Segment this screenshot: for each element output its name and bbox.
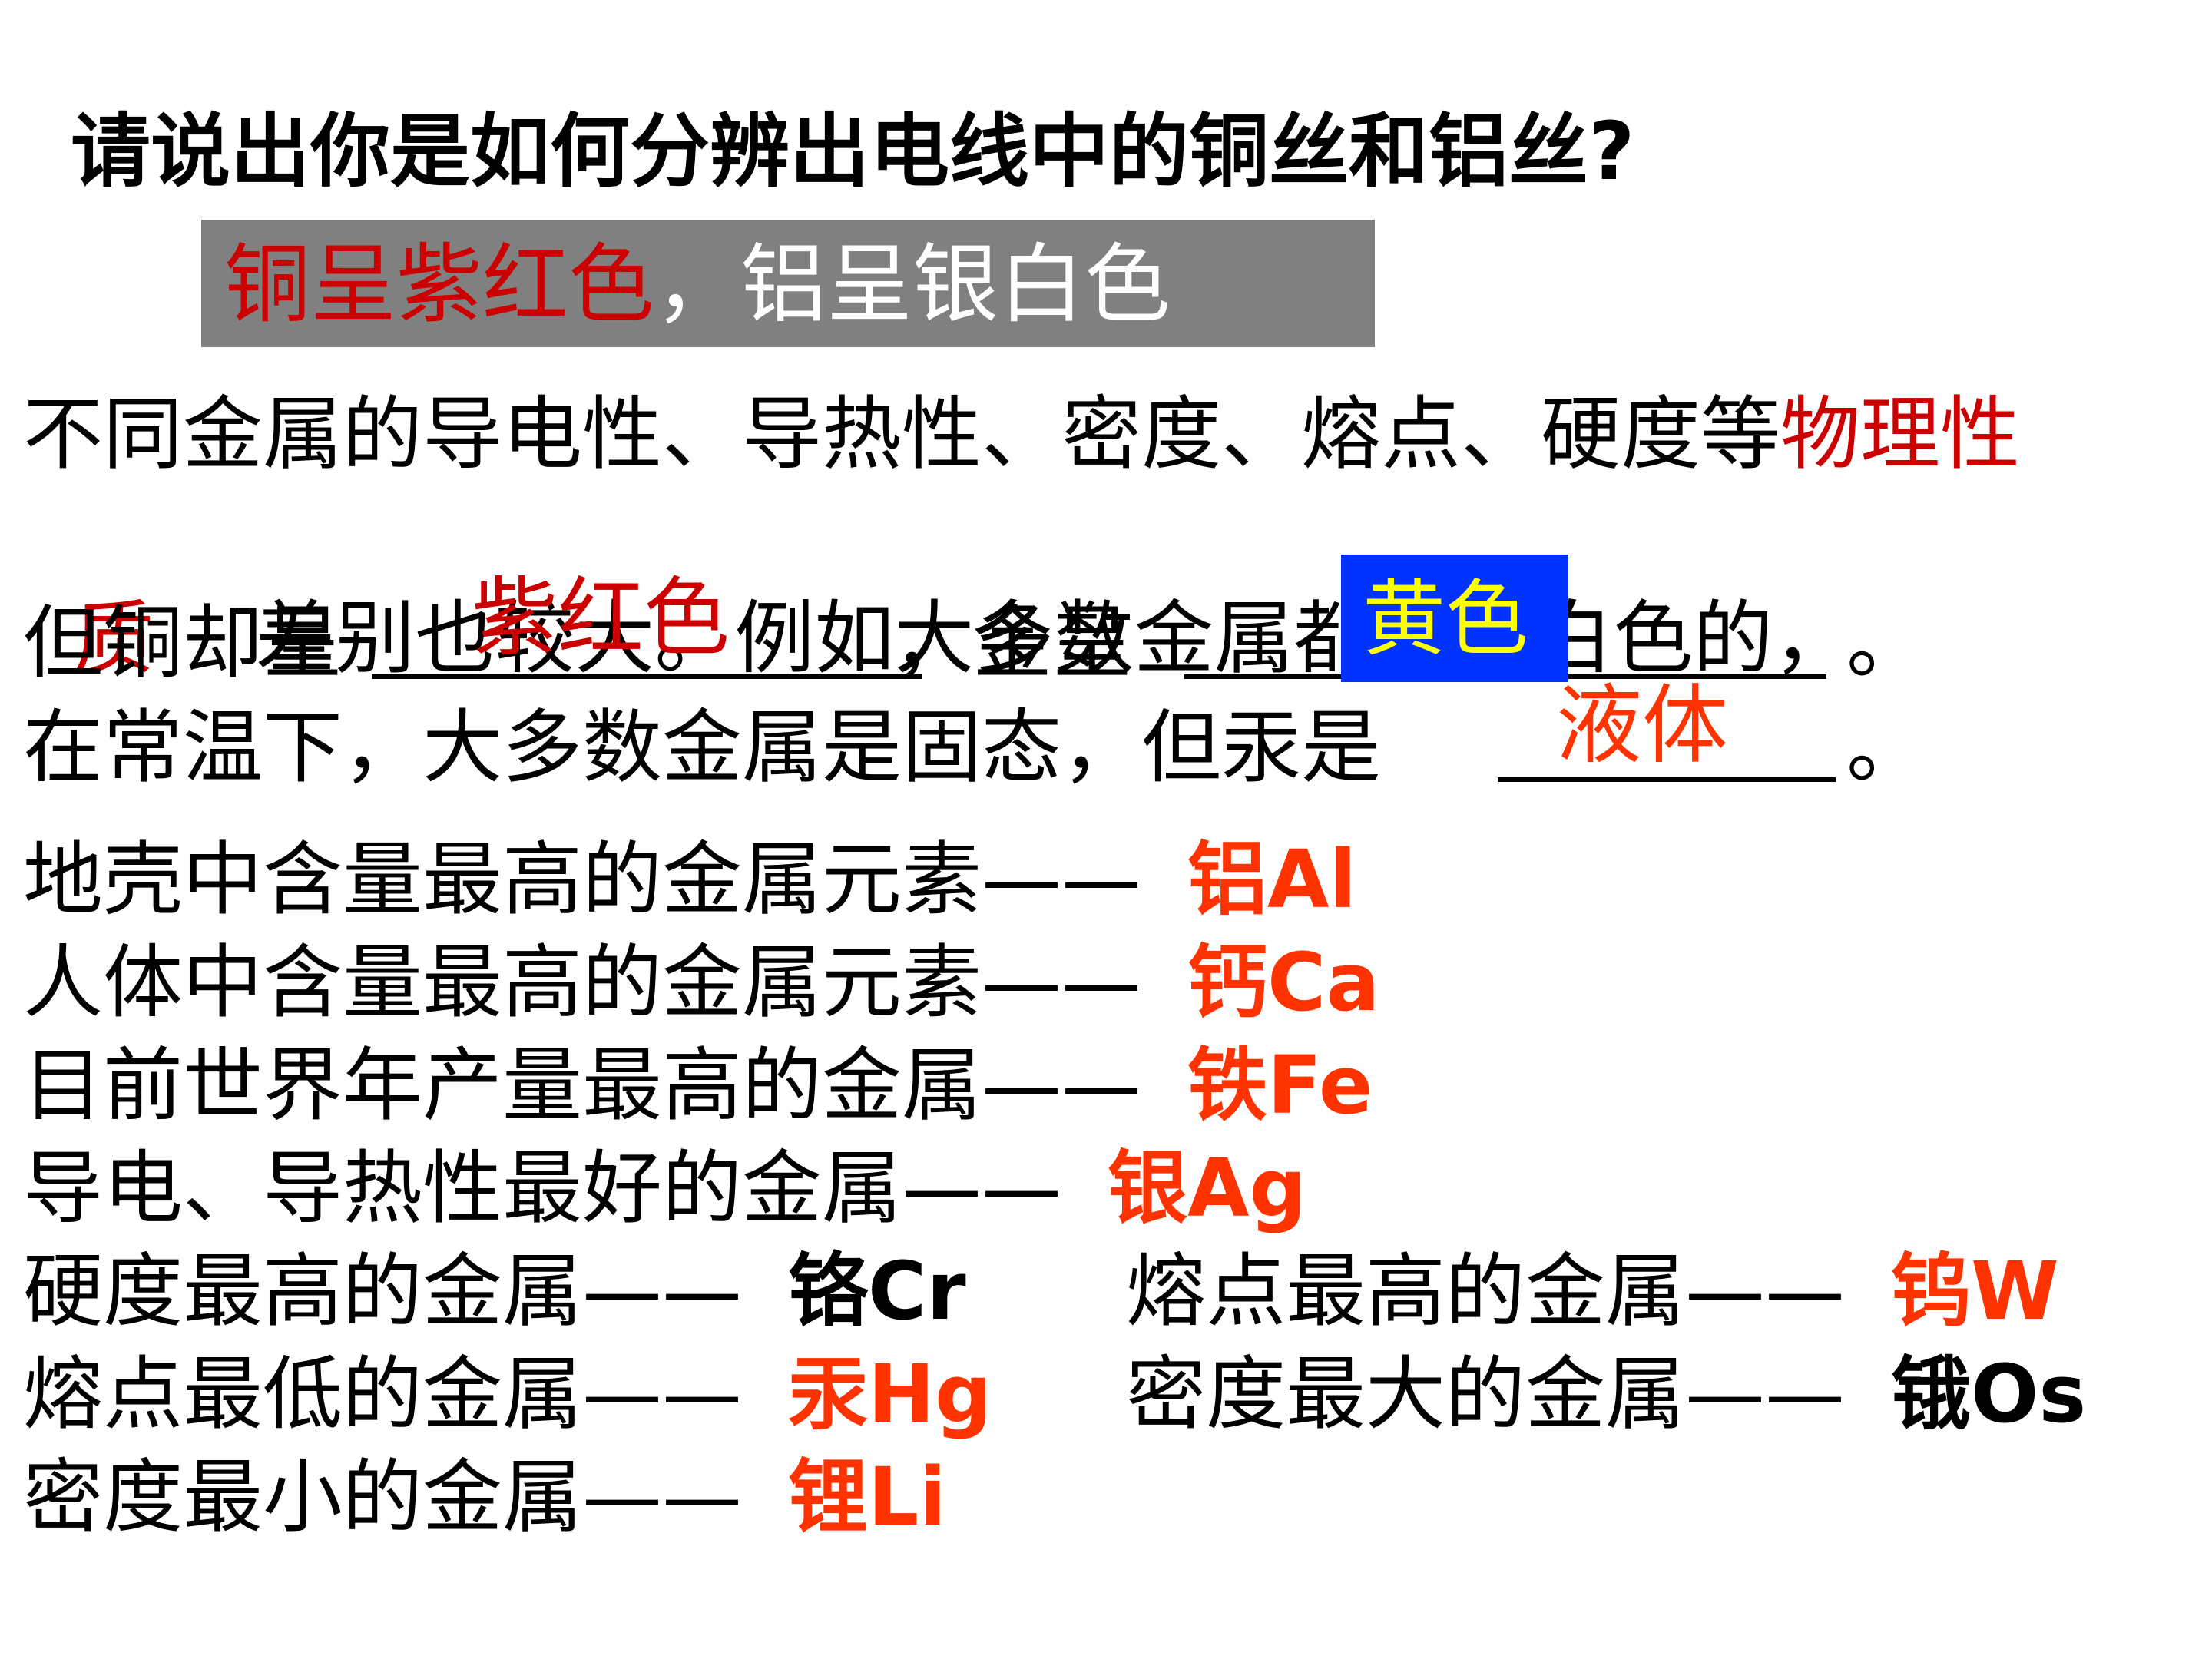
paragraph-line-2: 质 差别也较大。例如大多数金属都是银白色的， xyxy=(23,488,1853,688)
page-title: 请说出你是如何分辨出电线中的铜丝和铝丝? xyxy=(71,104,1635,198)
line2-text: 差别也较大。例如大多数金属都是银白色的， xyxy=(154,591,1853,685)
answer-box-text: 铜呈紫红色，铝呈银白色 xyxy=(224,235,1171,335)
fact-label: 熔点最低的金属—— xyxy=(23,1347,743,1441)
paragraph-line-4: 在常温下，大多数金属是固态，但汞是 xyxy=(23,697,1381,797)
fact-label: 硬度最高的金属—— xyxy=(23,1244,743,1338)
fact-answer: 钙Ca xyxy=(1187,935,1380,1029)
fact-conductivity-metal: 导电、导热性最好的金属—— 银Ag xyxy=(23,1138,1306,1238)
line3-period: 。 xyxy=(1846,596,1927,690)
answer-box xyxy=(201,220,1375,347)
fact-label: 熔点最高的金属—— xyxy=(1126,1244,1846,1338)
line2-highlight: 质 xyxy=(74,591,154,685)
line1-highlight: 物理性 xyxy=(1780,387,2021,481)
line3-middle: ，金呈 xyxy=(892,596,1133,690)
fact-label: 密度最小的金属—— xyxy=(23,1450,743,1544)
answer-copper-purple-red: 铜呈紫红色 xyxy=(224,235,654,335)
fact-hardness-metal: 硬度最高的金属—— 铬Cr xyxy=(23,1241,966,1341)
paragraph-line-3: 但铜却呈 ，金呈 xyxy=(23,593,1132,693)
fact-crust-metal: 地壳中含量最高的金属元素—— 铝Al xyxy=(23,830,1356,929)
fact-body-metal: 人体中含量最高的金属元素—— 钙Ca xyxy=(23,932,1380,1032)
fact-answer: 银Ag xyxy=(1108,1141,1306,1235)
mercury-state-answer: 液体 xyxy=(1556,676,1728,776)
fact-production-metal: 目前世界年产量最高的金属—— 铁Fe xyxy=(23,1035,1373,1135)
fact-highest-melting-metal: 熔点最高的金属—— 钨W xyxy=(1126,1241,2059,1341)
paragraph-line-1: 不同金属的导电性、导热性、密度、熔点、硬度等物理性 xyxy=(23,384,2020,484)
fact-label: 人体中含量最高的金属元素—— xyxy=(23,935,1142,1029)
fact-label: 导电、导热性最好的金属—— xyxy=(23,1141,1062,1235)
fact-label: 目前世界年产量最高的金属—— xyxy=(23,1038,1142,1132)
fact-answer: 铁Fe xyxy=(1187,1038,1373,1132)
fact-answer: 铝Al xyxy=(1187,833,1357,926)
answer-aluminum-silver-white: ，铝呈银白色 xyxy=(654,235,1171,335)
fact-answer: 锂Li xyxy=(788,1450,946,1544)
fact-answer: 钨W xyxy=(1891,1244,2059,1338)
gold-color-answer: 黄色 xyxy=(1363,571,1529,667)
mercury-state-blank xyxy=(1498,777,1836,782)
line1-text: 不同金属的导电性、导热性、密度、熔点、硬度等 xyxy=(23,387,1781,481)
fact-label: 密度最大的金属—— xyxy=(1126,1347,1846,1441)
line3-prefix: 但铜却呈 xyxy=(23,596,343,690)
line4-period: 。 xyxy=(1846,700,1927,794)
line4-prefix: 在常温下，大多数金属是固态，但汞是 xyxy=(23,700,1382,794)
fact-answer: 锇Os xyxy=(1891,1347,2087,1441)
fact-lowest-melting-metal: 熔点最低的金属—— 汞Hg xyxy=(23,1344,992,1444)
copper-color-answer: 紫红色 xyxy=(472,568,730,668)
fact-lightest-metal: 密度最小的金属—— 锂Li xyxy=(23,1447,946,1547)
copper-color-blank xyxy=(372,674,922,679)
gold-answer-box xyxy=(1341,555,1568,682)
fact-densest-metal: 密度最大的金属—— 锇Os xyxy=(1126,1344,2086,1444)
fact-answer: 汞Hg xyxy=(788,1347,992,1441)
fact-label: 地壳中含量最高的金属元素—— xyxy=(23,833,1142,926)
fact-answer: 铬Cr xyxy=(788,1244,966,1338)
